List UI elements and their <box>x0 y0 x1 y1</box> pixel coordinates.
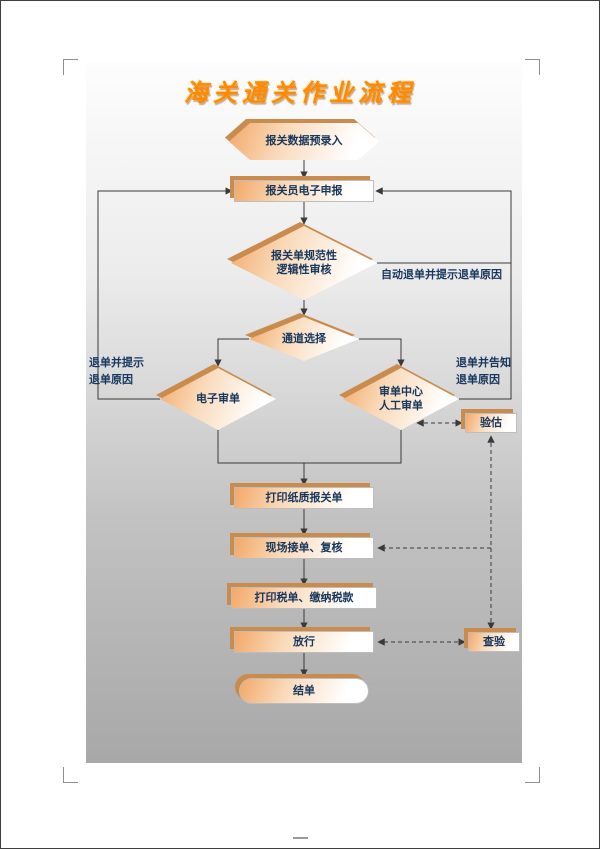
diagram-title: 海关通关作业流程 <box>184 78 416 107</box>
node-face: 审单中心 人工审单 <box>343 368 459 430</box>
node-release: 放行 <box>230 627 374 653</box>
connector-manualreview-reject-loop <box>375 187 512 400</box>
node-form-logic-check: 报关单规范性 逻辑性审核 <box>227 222 377 300</box>
node-face: 放行 <box>234 631 374 653</box>
node-electronic-declaration: 报关员电子申报 <box>230 176 374 202</box>
node-channel-selection: 通道选择 <box>245 313 359 361</box>
node-face: 结单 <box>239 678 369 704</box>
node-face: 打印纸质报关单 <box>234 487 374 509</box>
node-label: 查验 <box>483 634 505 648</box>
node-print-paper-declaration: 打印纸质报关单 <box>230 483 374 509</box>
node-inspection: 查验 <box>464 628 520 652</box>
node-valuation: 验估 <box>461 409 517 433</box>
node-site-acceptance-review: 现场接单、复核 <box>230 533 374 559</box>
node-electronic-review: 电子审单 <box>156 364 276 430</box>
node-label: 报关员电子申报 <box>265 183 343 197</box>
node-face: 通道选择 <box>249 317 359 361</box>
node-label: 验估 <box>480 415 502 429</box>
connector-manualreview-merge <box>304 430 402 464</box>
node-label: 现场接单、复核 <box>265 540 343 554</box>
node-label: 审单中心 人工审单 <box>379 384 423 412</box>
node-label: 打印纸质报关单 <box>265 490 343 504</box>
node-label: 通道选择 <box>282 331 326 345</box>
connector-ereview-reject-loop <box>97 187 233 400</box>
annotation-right-reject: 退单并告知 退单原因 <box>456 356 511 386</box>
node-face: 报关单规范性 逻辑性审核 <box>231 226 377 300</box>
node-print-tax-pay: 打印税单、缴纳税款 <box>227 583 377 609</box>
node-label: 电子审单 <box>196 391 240 405</box>
node-closing: 结单 <box>235 674 369 704</box>
node-label: 放行 <box>293 634 315 648</box>
node-label: 报关单规范性 逻辑性审核 <box>271 248 337 276</box>
node-label: 结单 <box>293 683 315 697</box>
node-label: 打印税单、缴纳税款 <box>254 590 354 604</box>
connector-channel-manualreview <box>359 338 405 367</box>
connector-channel-ereview <box>214 338 249 367</box>
page-footer-mark <box>293 837 308 839</box>
node-data-preentry: 报关数据预录入 <box>225 119 379 160</box>
connector-ereview-merge <box>217 430 304 464</box>
node-face: 验估 <box>465 413 517 433</box>
crop-mark-bottom-right <box>525 767 540 783</box>
node-face: 打印税单、缴纳税款 <box>231 587 377 609</box>
crop-mark-top-left <box>63 59 78 75</box>
node-label: 报关数据预录入 <box>265 134 343 148</box>
node-face: 报关数据预录入 <box>229 123 379 160</box>
annotation-left-reject: 退单并提示 退单原因 <box>89 356 144 386</box>
node-face: 报关员电子申报 <box>234 180 374 202</box>
node-face: 查验 <box>468 632 520 652</box>
node-manual-review-center: 审单中心 人工审单 <box>339 364 459 430</box>
node-face: 电子审单 <box>160 368 276 430</box>
crop-mark-top-right <box>525 59 540 75</box>
node-face: 现场接单、复核 <box>234 537 374 559</box>
crop-mark-bottom-left <box>63 767 78 783</box>
annotation-auto-reject: 自动退单并提示退单原因 <box>381 268 502 281</box>
